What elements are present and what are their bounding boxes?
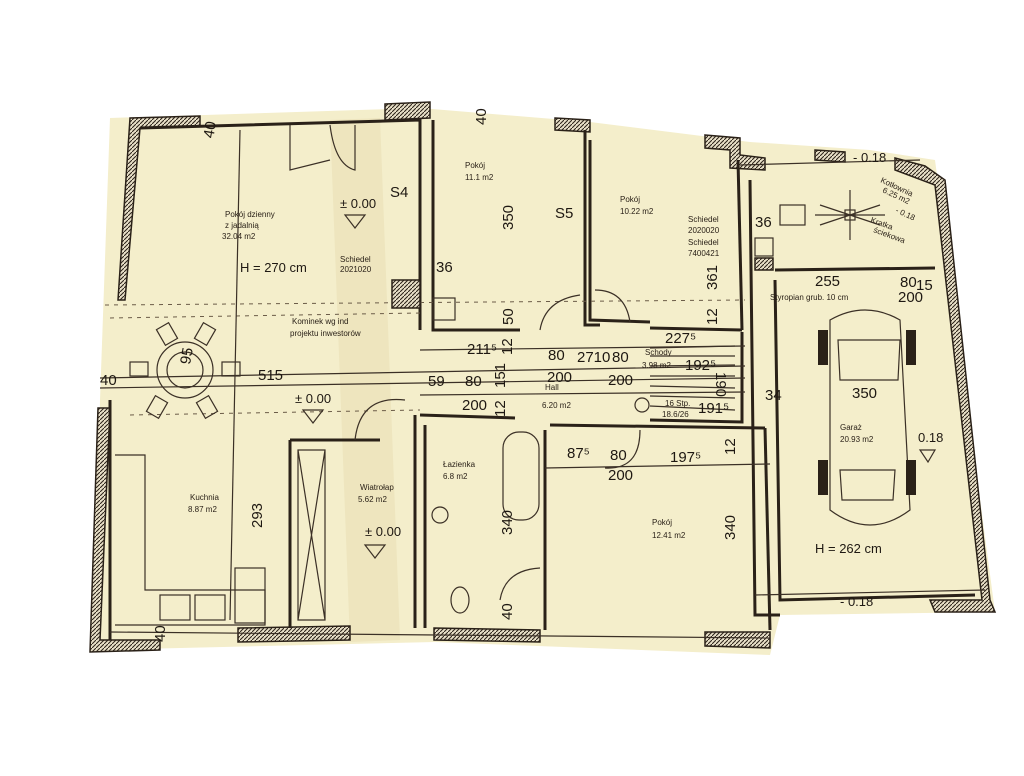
dimension: 190 xyxy=(712,372,729,397)
garage-area: 20.93 m2 xyxy=(840,435,874,444)
fireplace-label2: projektu inwestorów xyxy=(290,329,361,338)
vestibule-level: ± 0.00 xyxy=(365,524,401,539)
dimension: 197⁵ xyxy=(670,449,701,466)
bathroom-area: 6.8 m2 xyxy=(443,472,468,481)
dimension: 12 xyxy=(704,308,721,325)
dimension: 192⁵ xyxy=(685,357,716,374)
dimension: 80 xyxy=(612,349,629,366)
kitchen-name: Kuchnia xyxy=(190,493,219,502)
garage-top-level: - 0.18 xyxy=(853,150,886,165)
stairs-steps: 16 Stp. xyxy=(665,399,690,408)
stairs-name: Schody xyxy=(645,348,672,357)
hall-name: Hall xyxy=(545,383,559,392)
dimension: 40 xyxy=(473,108,490,125)
dimension: 34 xyxy=(765,387,782,404)
dimension-labels: 40 515 40 293 40 36 350 50 211⁵ 12 80 27… xyxy=(100,108,933,642)
s5-label: S5 xyxy=(555,205,573,222)
bathroom-name: Łazienka xyxy=(443,460,476,469)
dimension: 151 xyxy=(492,363,509,388)
dimension: 200 xyxy=(547,369,572,386)
chimney2-code: 2020020 xyxy=(688,226,720,235)
dimension: 293 xyxy=(249,503,266,528)
s4-label: S4 xyxy=(390,184,408,201)
dimension: 36 xyxy=(436,259,453,276)
living-room-area: 32.04 m2 xyxy=(222,232,256,241)
paper-stain xyxy=(330,118,400,642)
garage-height: H = 262 cm xyxy=(815,541,882,556)
living-room-name2: z jadalnią xyxy=(225,221,259,230)
room2-area: 10.22 m2 xyxy=(620,207,654,216)
fireplace-label: Kominek wg ind xyxy=(292,317,348,326)
dimension: 350 xyxy=(852,385,877,402)
kitchen-area: 8.87 m2 xyxy=(188,505,217,514)
dining-level: ± 0.00 xyxy=(295,391,331,406)
room1-name: Pokój xyxy=(465,161,485,170)
dimension: 340 xyxy=(499,510,516,535)
dimension: 12 xyxy=(492,400,509,417)
car-illustration xyxy=(818,309,916,526)
living-room-height: H = 270 cm xyxy=(240,260,307,275)
dimension: 36 xyxy=(755,214,772,231)
chimney3-label: Schiedel xyxy=(688,238,719,247)
dimension: 227⁵ xyxy=(665,330,696,347)
garage-name: Garaż xyxy=(840,423,862,432)
garage-insulation: Styropian grub. 10 cm xyxy=(770,293,849,302)
dimension: 200 xyxy=(608,467,633,484)
garage-level: 0.18 xyxy=(918,430,943,445)
chimney3-code: 7400421 xyxy=(688,249,720,258)
stairs-ratio: 18.6/26 xyxy=(662,410,689,419)
dimension: 40 xyxy=(200,120,220,139)
dimension: 12 xyxy=(722,438,739,455)
chimney2-label: Schiedel xyxy=(688,215,719,224)
dimension: 361 xyxy=(704,265,721,290)
stairs-area: 3.98 m2 xyxy=(642,361,671,370)
dimension: 80 xyxy=(610,447,627,464)
room3-name: Pokój xyxy=(652,518,672,527)
dimension: 350 xyxy=(500,205,517,230)
dimension: 95 xyxy=(177,346,197,365)
dimension: 200 xyxy=(898,289,923,306)
dimension: 40 xyxy=(499,603,516,620)
dimension: 80 xyxy=(900,274,917,291)
dimension: 2710 xyxy=(577,349,610,366)
dimension: 255 xyxy=(815,273,840,290)
annotations: S4 S5 Schiedel 2021020 Kominek wg ind pr… xyxy=(290,150,886,609)
dimension: 200 xyxy=(462,397,487,414)
dimension: 191⁵ xyxy=(698,400,729,417)
vestibule-name: Wiatrołap xyxy=(360,483,394,492)
dimension: 59 xyxy=(428,373,445,390)
dimension: 515 xyxy=(258,367,283,384)
dimension: 40 xyxy=(152,625,169,642)
chimney1-label: Schiedel xyxy=(340,255,371,264)
dimension: 87⁵ xyxy=(567,445,590,462)
exterior-walls xyxy=(89,101,997,653)
hall-area: 6.20 m2 xyxy=(542,401,571,410)
dimension: 40 xyxy=(100,372,117,389)
dimension: 80 xyxy=(465,373,482,390)
garage-bottom-level: - 0.18 xyxy=(840,594,873,609)
room3-area: 12.41 m2 xyxy=(652,531,686,540)
dimension: 340 xyxy=(722,515,739,540)
drafting-lines xyxy=(99,124,986,639)
chimney1-code: 2021020 xyxy=(340,265,372,274)
living-room-level: ± 0.00 xyxy=(340,196,376,211)
interior-walls xyxy=(108,118,976,640)
dimension: 15 xyxy=(916,277,933,294)
dimension: 200 xyxy=(608,372,633,389)
dimension: 211⁵ xyxy=(467,341,497,358)
living-room-name: Pokój dzienny xyxy=(225,210,275,219)
room1-area: 11.1 m2 xyxy=(465,173,494,182)
dimension: 50 xyxy=(500,308,517,325)
room2-name: Pokój xyxy=(620,195,640,204)
vestibule-area: 5.62 m2 xyxy=(358,495,387,504)
dimension: 80 xyxy=(548,347,565,364)
dimension: 12 xyxy=(499,338,516,355)
